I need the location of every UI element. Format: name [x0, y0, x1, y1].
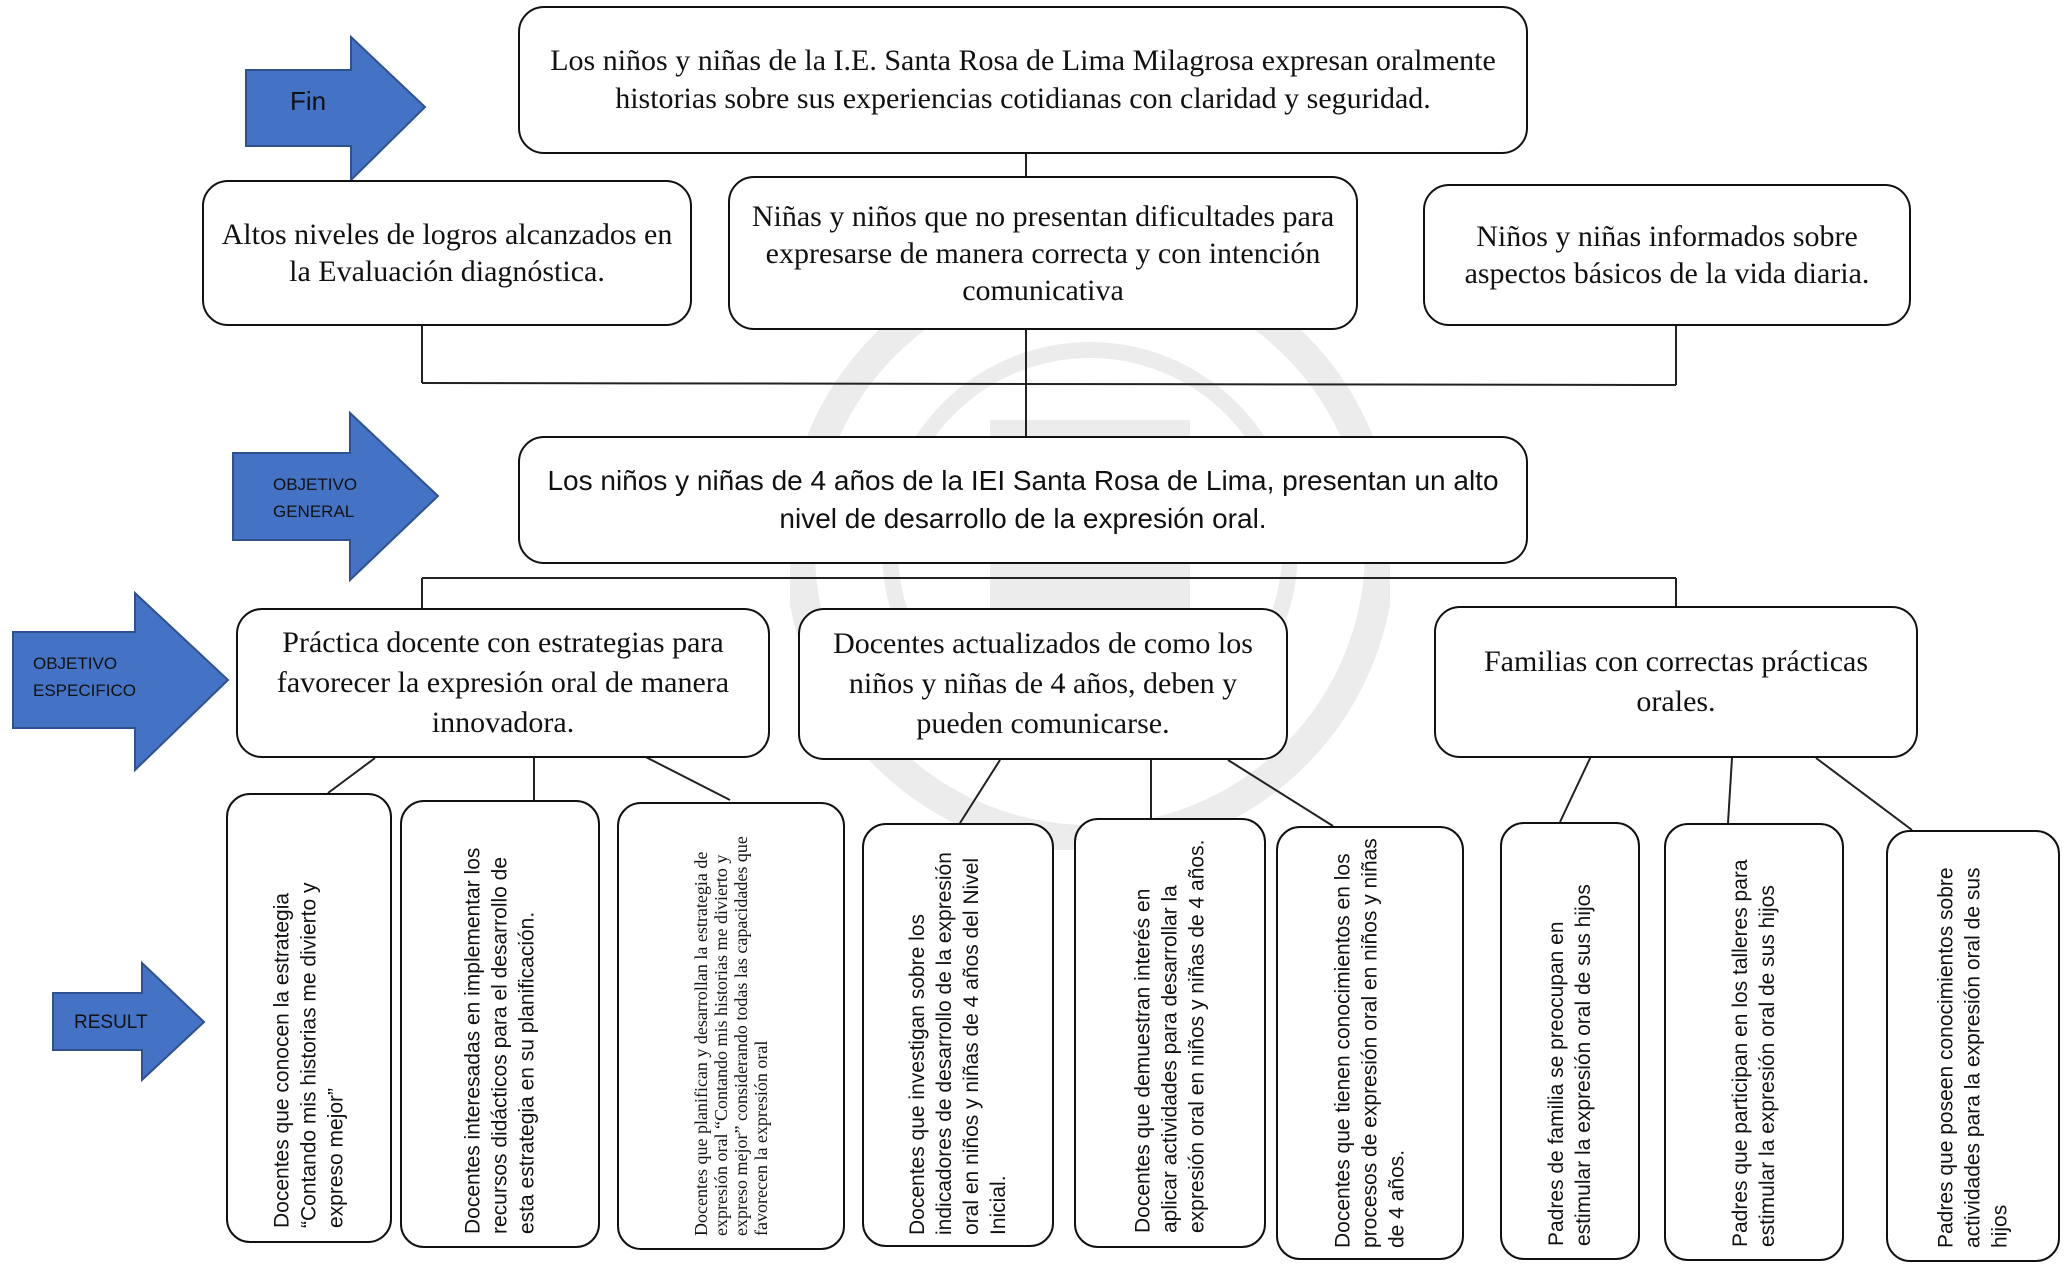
- objetivo-especifico-arrow-label: OBJETIVO ESPECIFICO: [33, 654, 136, 700]
- especifico-text-3: Familias con correctas prácticas orales.: [1484, 645, 1868, 718]
- result-box-2: Docentes interesadas en implementar los …: [400, 800, 600, 1248]
- objetivo-general-box: Los niños y niñas de 4 años de la IEI Sa…: [518, 436, 1528, 564]
- intermediate-box-1: Altos niveles de logros alcanzados en la…: [202, 180, 692, 326]
- especifico-text-1: Práctica docente con estrategias para fa…: [276, 626, 730, 739]
- result-box-9: Padres que poseen conocimientos sobre ac…: [1886, 830, 2060, 1262]
- result-text-2: Docentes interesadas en implementar los …: [461, 847, 539, 1234]
- objetivo-general-arrow-label: OBJETIVO GENERAL: [273, 475, 358, 521]
- result-text-8: Padres que participan en los talleres pa…: [1729, 859, 1779, 1247]
- result-arrow-label: RESULT: [74, 1012, 148, 1033]
- fin-text: Los niños y niñas de la I.E. Santa Rosa …: [550, 44, 1496, 115]
- result-box-8: Padres que participan en los talleres pa…: [1664, 823, 1844, 1261]
- intermediate-text-3: Niños y niñas informados sobre aspectos …: [1464, 220, 1870, 290]
- result-text-9: Padres que poseen conocimientos sobre ac…: [1934, 867, 2012, 1248]
- result-text-7: Padres de familia se preocupan en estimu…: [1545, 884, 1595, 1246]
- objetivo-general-text: Los niños y niñas de 4 años de la IEI Sa…: [547, 465, 1499, 534]
- result-text-3: Docentes que planifican y desarrollan la…: [691, 836, 771, 1236]
- result-arrow-icon: [52, 960, 206, 1083]
- especifico-box-3: Familias con correctas prácticas orales.: [1434, 606, 1918, 758]
- result-text-6: Docentes que tienen conocimientos en los…: [1331, 838, 1409, 1248]
- result-box-1: Docentes que conocen la estrategia “Cont…: [226, 793, 392, 1243]
- result-box-4: Docentes que investigan sobre los indica…: [862, 823, 1054, 1247]
- fin-arrow-icon: [245, 34, 427, 183]
- result-text-4: Docentes que investigan sobre los indica…: [906, 852, 1010, 1235]
- objetivo-general-arrow-icon: [232, 410, 440, 583]
- intermediate-box-3: Niños y niñas informados sobre aspectos …: [1423, 184, 1911, 326]
- especifico-text-2: Docentes actualizados de como los niños …: [833, 627, 1253, 740]
- intermediate-text-1: Altos niveles de logros alcanzados en la…: [221, 218, 673, 288]
- result-box-3: Docentes que planifican y desarrollan la…: [617, 802, 845, 1250]
- result-box-7: Padres de familia se preocupan en estimu…: [1500, 822, 1640, 1260]
- result-box-5: Docentes que demuestran interés en aplic…: [1074, 818, 1266, 1248]
- fin-box: Los niños y niñas de la I.E. Santa Rosa …: [518, 6, 1528, 154]
- result-text-5: Docentes que demuestran interés en aplic…: [1131, 839, 1209, 1233]
- intermediate-text-2: Niñas y niños que no presentan dificulta…: [751, 199, 1335, 307]
- result-text-1: Docentes que conocen la estrategia “Cont…: [270, 882, 348, 1228]
- result-box-6: Docentes que tienen conocimientos en los…: [1276, 826, 1464, 1260]
- intermediate-box-2: Niñas y niños que no presentan dificulta…: [728, 176, 1358, 330]
- especifico-box-2: Docentes actualizados de como los niños …: [798, 608, 1288, 760]
- objetivo-especifico-arrow-icon: [12, 590, 230, 773]
- fin-arrow-label: Fin: [290, 86, 327, 116]
- especifico-box-1: Práctica docente con estrategias para fa…: [236, 608, 770, 758]
